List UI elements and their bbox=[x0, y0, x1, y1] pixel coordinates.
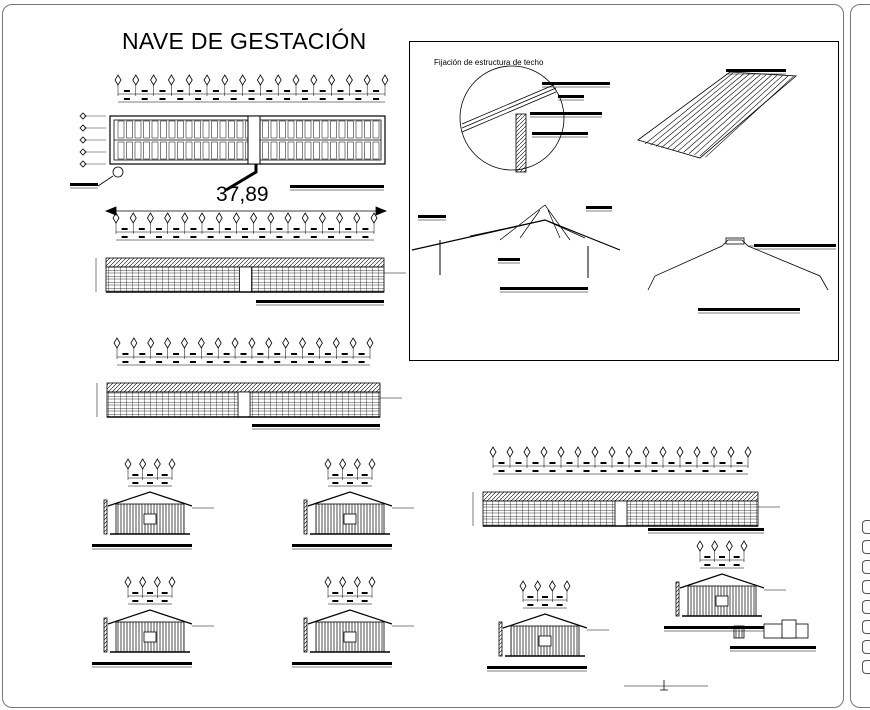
end-elevation-6 bbox=[664, 540, 786, 632]
truss-detail bbox=[411, 204, 621, 293]
floor-plan bbox=[70, 74, 389, 192]
end-elevation-1 bbox=[92, 458, 214, 550]
drawing-sheet bbox=[2, 4, 844, 708]
roof-fixing-label: Fijación de estructura de techo bbox=[434, 58, 544, 67]
roof-detail-frame bbox=[409, 41, 839, 361]
side-elevation-1 bbox=[95, 206, 406, 306]
side-panel-cells bbox=[862, 520, 870, 680]
end-elevation-2 bbox=[292, 458, 414, 550]
side-panel bbox=[850, 4, 870, 708]
side-elevation-2 bbox=[96, 337, 402, 430]
roof-ridge-detail bbox=[647, 237, 836, 314]
end-elevation-3 bbox=[92, 576, 214, 668]
end-elevation-5 bbox=[487, 580, 609, 672]
small-details bbox=[624, 619, 816, 691]
end-elevation-4 bbox=[292, 576, 414, 668]
roof-sheet-detail bbox=[637, 69, 798, 159]
page-title: NAVE DE GESTACIÓN bbox=[122, 28, 367, 54]
side-elevation-3 bbox=[472, 446, 780, 534]
roof-fixing-detail bbox=[459, 65, 610, 173]
